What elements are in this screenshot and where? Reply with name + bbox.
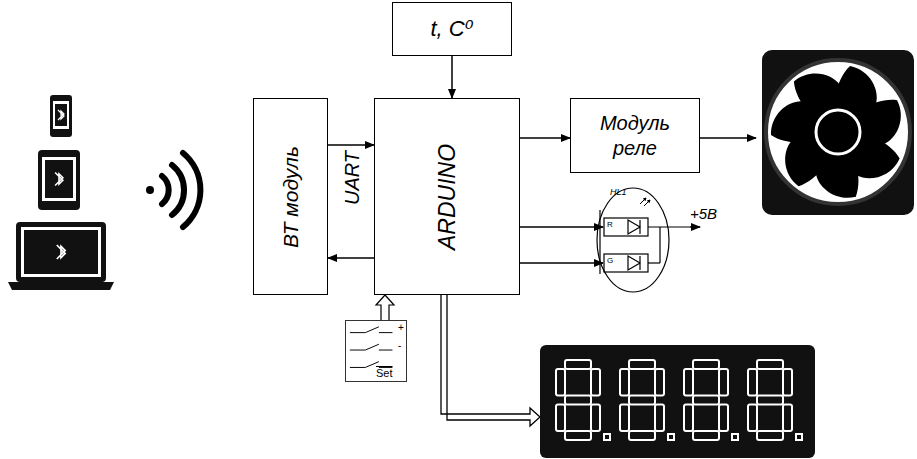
module-label: Модуль реле [578, 111, 692, 161]
led-green-wire [520, 262, 603, 264]
pin-label: R [607, 221, 613, 229]
seven-segment-display [540, 345, 815, 458]
laptop-icon [8, 222, 114, 290]
module-label: t, C⁰ [430, 16, 473, 42]
module-label: ARDUINO [434, 143, 461, 249]
tablet-icon [38, 150, 80, 210]
module-box: Модуль реле [570, 98, 700, 173]
display-bus [441, 295, 540, 426]
pin-label: +5B [690, 206, 717, 221]
led-red-wire [520, 226, 603, 228]
signal-arrow [328, 257, 374, 259]
button-label: Set [376, 368, 393, 379]
bus-label: UART [342, 151, 362, 205]
button-block: + - Set [345, 320, 407, 382]
module-label: ВТ модуль [279, 146, 303, 248]
supply-wire [690, 226, 700, 228]
signal-arrow [328, 144, 374, 146]
pin-label: HL1 [610, 188, 627, 197]
fan-illustration [762, 50, 914, 215]
pin-label: G [607, 257, 613, 265]
wireless-waves [146, 153, 200, 227]
button-label: - [398, 341, 401, 351]
led-symbol [597, 188, 690, 292]
module-box: ВТ модуль [253, 98, 328, 295]
signal-arrow [520, 137, 570, 139]
module-box: ARDUINO [374, 98, 520, 295]
signal-arrow [376, 295, 394, 320]
phone-icon [50, 95, 72, 137]
relay-fan-arrow [700, 137, 756, 139]
module-box: t, C⁰ [392, 2, 512, 56]
signal-arrow [451, 56, 453, 98]
button-label: + [398, 323, 404, 333]
